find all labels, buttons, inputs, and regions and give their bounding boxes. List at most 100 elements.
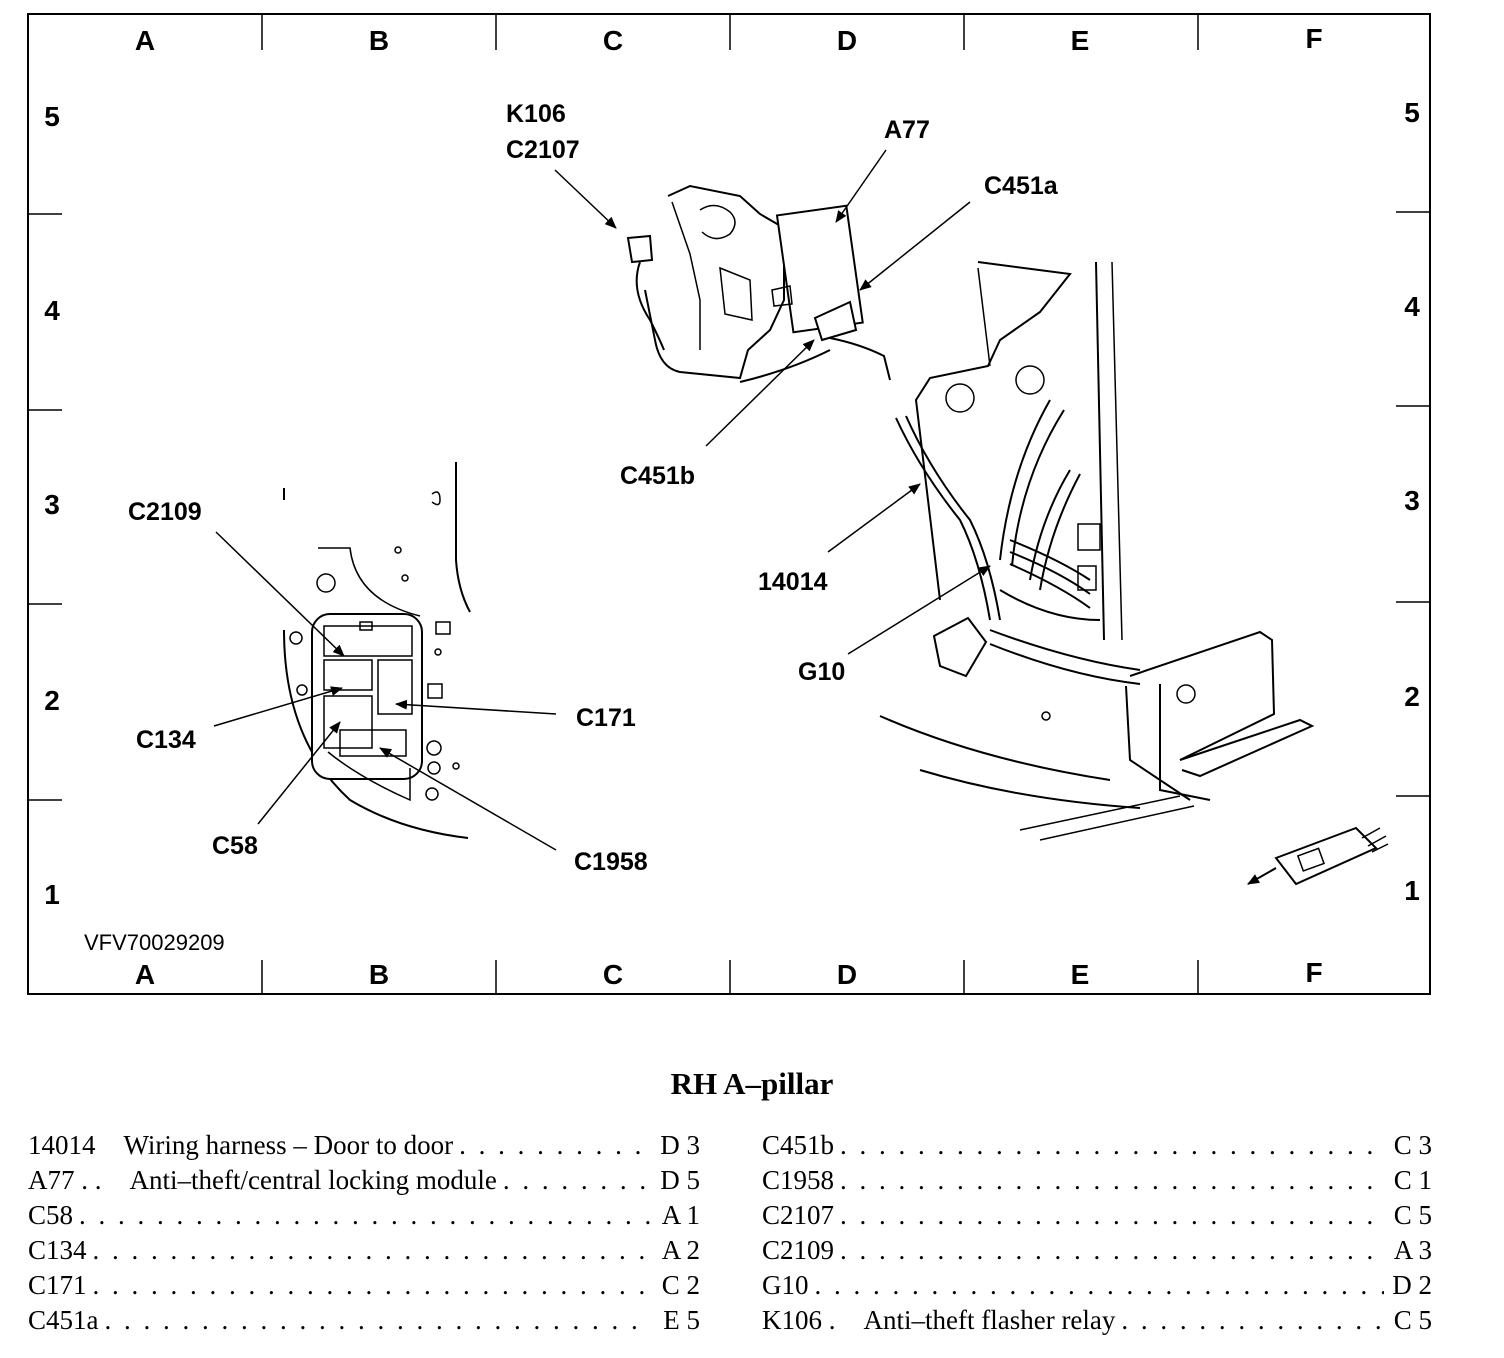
legend-row: C58 A 1 <box>28 1200 700 1235</box>
legend-code: C1958 <box>762 1165 835 1195</box>
grid-col-a-bottom: A <box>135 959 155 990</box>
legend-location: C 1 <box>1393 1165 1432 1195</box>
grid-row-2-right: 2 <box>1404 681 1420 712</box>
legend-row: C134 A 2 <box>28 1235 700 1270</box>
grid-column-labels-top: A B C D E F <box>135 23 1323 56</box>
grid-row-1-left: 1 <box>44 879 60 910</box>
connector-panel-drawing <box>283 462 471 839</box>
grid-col-c-top: C <box>603 25 623 56</box>
callout-g10: G10 <box>798 658 845 686</box>
grid-col-b-bottom: B <box>369 959 389 990</box>
legend-location: C 2 <box>661 1270 700 1300</box>
legend-code: C134 <box>28 1235 87 1265</box>
legend-location: D 2 <box>1392 1270 1432 1300</box>
grid-row-2-left: 2 <box>44 685 60 716</box>
grid-col-f-bottom: F <box>1305 957 1322 988</box>
legend-title: RH A–pillar <box>670 1066 834 1101</box>
legend-code: A77 . . <box>28 1165 102 1195</box>
module-bracket-drawing <box>626 184 891 383</box>
image-id-label: VFV70029209 <box>84 930 225 955</box>
grid-row-3-left: 3 <box>44 489 60 520</box>
legend-right-column: C451b C 3 C1958 C 1 C2107 C 5 C2109 A 3 … <box>762 1130 1432 1340</box>
legend-description: Wiring harness – Door to door <box>123 1130 454 1160</box>
grid-col-b-top: B <box>369 25 389 56</box>
grid-col-c-bottom: C <box>603 959 623 990</box>
legend-location: C 3 <box>1393 1130 1432 1160</box>
legend-row: A77 . . Anti–theft/central locking modul… <box>28 1165 700 1200</box>
legend-row: K106 . Anti–theft flasher relay C 5 <box>762 1305 1432 1340</box>
legend-location: E 5 <box>663 1305 700 1335</box>
legend-leader-dots <box>834 1130 1384 1161</box>
legend-code: C2109 <box>762 1235 835 1265</box>
legend-leader-dots <box>834 1200 1384 1231</box>
callout-c451a: C451a <box>984 172 1059 200</box>
legend-leader-dots <box>87 1270 652 1301</box>
callout-leaders <box>213 149 991 851</box>
callout-c2109: C2109 <box>128 498 202 526</box>
callout-c1958: C1958 <box>574 848 648 876</box>
grid-row-4-right: 4 <box>1404 291 1420 322</box>
callout-c451b: C451b <box>620 462 695 490</box>
callout-a77: A77 <box>884 116 930 144</box>
legend-row: C451b C 3 <box>762 1130 1432 1165</box>
callout-c58: C58 <box>212 832 258 860</box>
legend-row: C2107 C 5 <box>762 1200 1432 1235</box>
grid-row-1-right: 1 <box>1404 875 1420 906</box>
callout-c2107: C2107 <box>506 136 580 164</box>
grid-column-labels-bottom: A B C D E F <box>135 957 1323 990</box>
grid-col-f-top: F <box>1305 23 1322 54</box>
grid-row-5-left: 5 <box>44 101 60 132</box>
vehicle-orientation-icon <box>1247 826 1389 886</box>
legend-code: 14014 <box>28 1130 96 1160</box>
grid-row-4-left: 4 <box>44 295 60 326</box>
legend-code: G10 <box>762 1270 809 1300</box>
diagram-frame <box>27 13 1431 995</box>
legend-description: Anti–theft flasher relay <box>863 1305 1116 1335</box>
legend-leader-dots <box>73 1200 652 1231</box>
grid-col-a-top: A <box>135 25 155 56</box>
grid-col-d-bottom: D <box>837 959 857 990</box>
legend-code: C58 <box>28 1200 74 1230</box>
legend-leader-dots <box>87 1235 652 1266</box>
legend-location: C 5 <box>1393 1305 1432 1335</box>
legend-code: C451a <box>28 1305 99 1335</box>
legend-location: A 2 <box>661 1235 700 1265</box>
callout-c134: C134 <box>136 726 196 754</box>
legend-location: D 5 <box>660 1165 700 1195</box>
legend-leader-dots <box>834 1235 1384 1266</box>
legend-left-column: 14014 Wiring harness – Door to door D 3 … <box>28 1130 700 1340</box>
grid-col-e-bottom: E <box>1071 959 1090 990</box>
grid-row-labels-left: 5 4 3 2 1 <box>44 101 60 910</box>
legend-row: C2109 A 3 <box>762 1235 1432 1270</box>
legend-code: K106 . <box>762 1305 836 1335</box>
callout-k106: K106 <box>506 100 566 128</box>
legend-row: G10 D 2 <box>762 1270 1432 1305</box>
legend-row: C171 C 2 <box>28 1270 700 1305</box>
legend-code: C171 <box>28 1270 87 1300</box>
legend-location: C 5 <box>1393 1200 1432 1230</box>
grid-col-e-top: E <box>1071 25 1090 56</box>
grid-row-5-right: 5 <box>1404 97 1420 128</box>
legend-leader-dots <box>809 1270 1385 1301</box>
callout-c171: C171 <box>576 704 636 732</box>
legend-description: Anti–theft/central locking module <box>129 1165 497 1195</box>
legend-location: A 3 <box>1393 1235 1432 1265</box>
grid-row-3-right: 3 <box>1404 485 1420 516</box>
legend-leader-dots <box>1115 1305 1384 1336</box>
legend-location: D 3 <box>660 1130 700 1160</box>
legend-location: A 1 <box>661 1200 700 1230</box>
grid-row-labels-right: 5 4 3 2 1 <box>1404 97 1420 906</box>
legend-code: C2107 <box>762 1200 835 1230</box>
a-pillar-drawing <box>879 261 1315 841</box>
legend-row: C1958 C 1 <box>762 1165 1432 1200</box>
legend-leader-dots <box>453 1130 652 1161</box>
wiring-location-diagram: A B C D E F A B C D E F 5 4 3 2 1 5 4 3 … <box>27 13 1431 995</box>
legend-row: 14014 Wiring harness – Door to door D 3 <box>28 1130 700 1165</box>
legend-leader-dots <box>99 1305 653 1336</box>
legend-leader-dots <box>834 1165 1384 1196</box>
grid-ticks <box>28 14 1430 994</box>
grid-col-d-top: D <box>837 25 857 56</box>
callout-14014: 14014 <box>758 568 828 596</box>
legend-row: C451a E 5 <box>28 1305 700 1340</box>
legend-leader-dots <box>497 1165 652 1196</box>
